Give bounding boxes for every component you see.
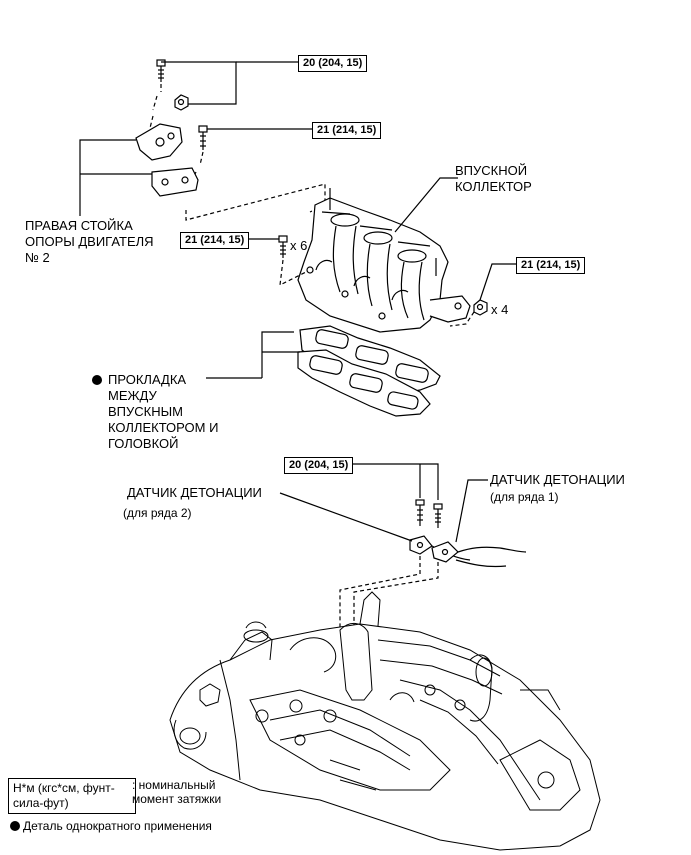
engine-mount-bracket xyxy=(135,123,199,197)
engine-mount-label: ПРАВАЯ СТОЙКА ОПОРЫ ДВИГАТЕЛЯ № 2 xyxy=(25,218,154,265)
manifold-nut-icon xyxy=(473,299,488,316)
intake-gasket xyxy=(297,325,441,417)
intake-manifold-label: ВПУСКНОЙ КОЛЛЕКТОР xyxy=(455,163,532,194)
engine-assembly xyxy=(169,591,601,851)
manifold-bolt-icon xyxy=(278,235,288,258)
knock-sensor-bank1-sub: (для ряда 1) xyxy=(490,490,559,504)
knock-sensor-bolt-1-icon xyxy=(433,503,443,528)
knock-sensor-bank-1 xyxy=(431,541,527,568)
nut-quantity-label: x 4 xyxy=(491,302,509,317)
knock-sensor-bank2-sub: (для ряда 2) xyxy=(123,506,192,520)
torque-spec-mount-nut: 20 (204, 15) xyxy=(298,55,368,72)
intake-manifold xyxy=(297,188,471,333)
bolt-quantity-label: x 6 xyxy=(290,238,308,253)
knock-sensor-bolt-2-icon xyxy=(415,499,425,526)
torque-unit-legend-box: Н*м (кгс*см, фунт- сила-фут) xyxy=(8,778,136,814)
gasket-label: ПРОКЛАДКА МЕЖДУ ВПУСКНЫМ КОЛЛЕКТОРОМ И Г… xyxy=(108,372,219,451)
torque-spec-manifold-bolt: 21 (214, 15) xyxy=(180,232,250,249)
single-use-legend: Деталь однократного применения xyxy=(23,819,212,833)
torque-spec-mount-bolt: 21 (214, 15) xyxy=(312,122,382,139)
knock-sensor-bank2-title: ДАТЧИК ДЕТОНАЦИИ xyxy=(127,485,262,500)
mount-nut-icon xyxy=(174,94,189,111)
knock-sensor-bank1-title: ДАТЧИК ДЕТОНАЦИИ xyxy=(490,472,625,487)
knock-sensor-bank-2 xyxy=(409,535,471,561)
torque-spec-knock-sensor: 20 (204, 15) xyxy=(284,457,354,474)
mount-bolt-icon xyxy=(156,59,166,82)
torque-spec-manifold-nut: 21 (214, 15) xyxy=(516,257,586,274)
mount-bolt-2-icon xyxy=(198,125,208,150)
torque-unit-legend-desc: : номинальный момент затяжки xyxy=(132,778,222,806)
